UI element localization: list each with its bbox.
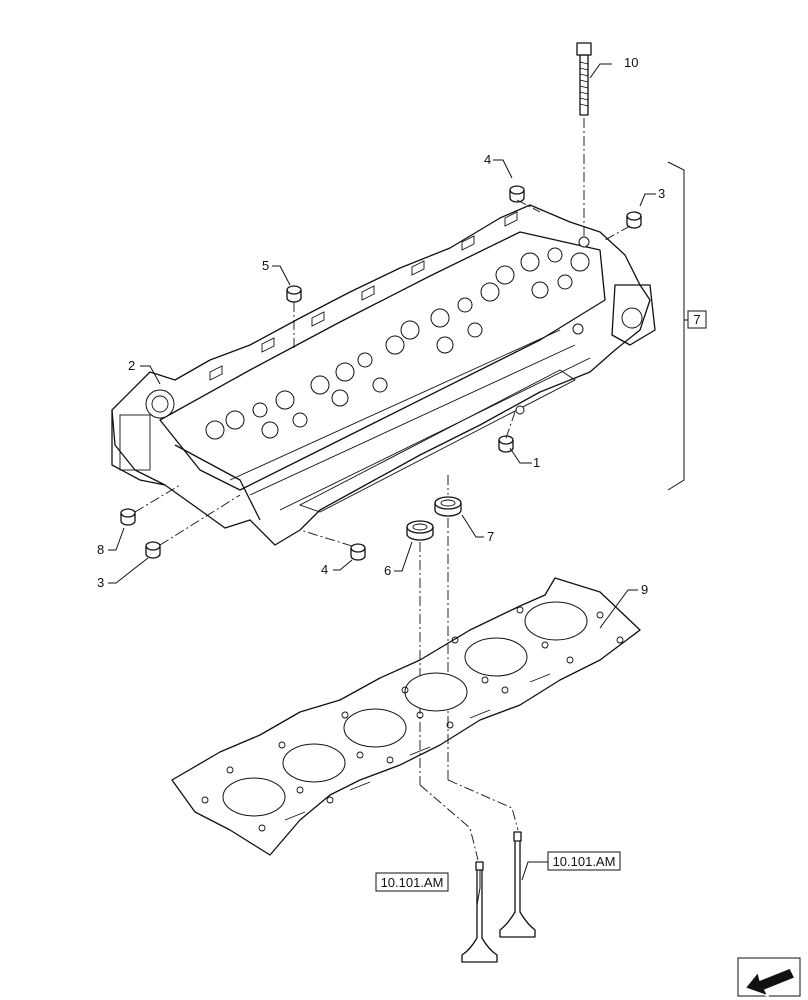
- callout-7-left: 6: [384, 563, 391, 578]
- valve-cluster-2: [310, 335, 405, 407]
- valve-cluster-1: [205, 390, 308, 440]
- plug-6: [299, 529, 366, 561]
- callout-4-bottom: 3: [97, 575, 104, 590]
- bolt-part: [576, 42, 592, 240]
- callout-10: 10: [624, 55, 638, 70]
- seal-7-left: [406, 520, 434, 785]
- callout-8: 1: [533, 455, 540, 470]
- callout-box-1: [687, 310, 707, 329]
- callout-6: 4: [321, 562, 328, 577]
- callout-9: 9: [641, 582, 648, 597]
- callout-5: 5: [262, 258, 269, 273]
- plug-5: [286, 285, 302, 350]
- plug-4-top: [509, 185, 541, 213]
- callout-7-right: 7: [487, 529, 494, 544]
- svg-text:10.101.AM[interactable]: 10.101.AM: [553, 854, 616, 869]
- plug-3-top: [604, 211, 642, 241]
- valve-cluster-4: [495, 247, 590, 299]
- seal-7-right: [434, 475, 462, 780]
- cylinder-head: [111, 204, 656, 546]
- callout-2: 2: [128, 358, 135, 373]
- callout-1: 7: [693, 312, 700, 327]
- leader-lines: [108, 63, 656, 906]
- ref-label-right[interactable]: 10.101.AM: [547, 851, 621, 871]
- assembly-bracket: [667, 161, 685, 491]
- valve-cluster-3: [400, 282, 500, 354]
- plug-4-bottom: [145, 494, 241, 559]
- callout-3-top: 3: [658, 186, 665, 201]
- svg-text:10.101.AM[interactable]: 10.101.AM: [381, 875, 444, 890]
- callout-3-bottom: 8: [97, 542, 104, 557]
- head-gasket: [171, 577, 641, 856]
- ref-label-left[interactable]: 10.101.AM: [375, 872, 449, 892]
- plug-8: [498, 411, 516, 453]
- callout-4-top: 4: [484, 152, 491, 167]
- plug-3-bottom: [120, 484, 181, 526]
- previous-page-arrow-icon[interactable]: [737, 957, 801, 998]
- valve-right: [447, 779, 536, 938]
